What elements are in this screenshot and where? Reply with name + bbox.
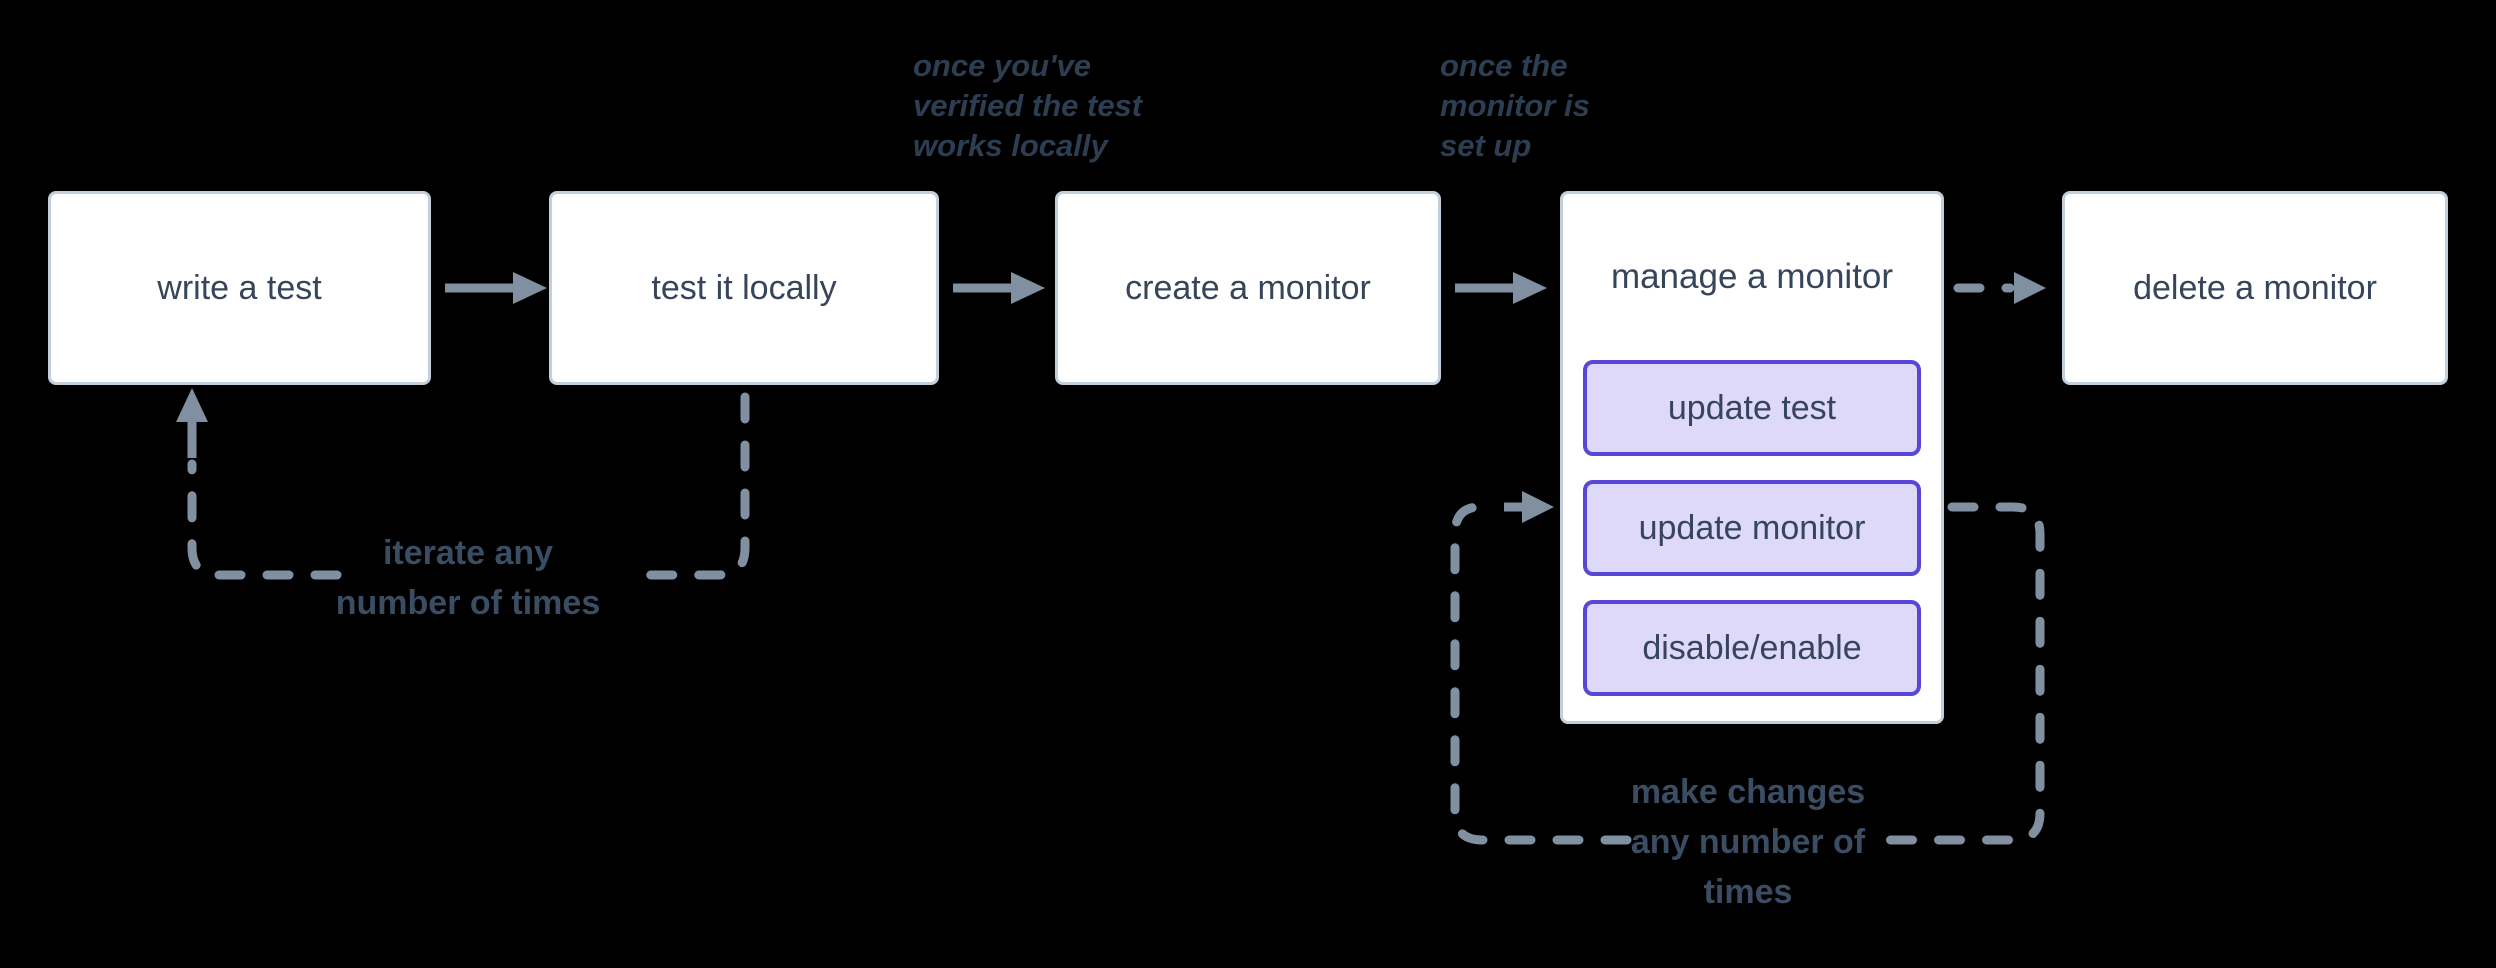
node-write-a-test-label: write a test bbox=[157, 268, 322, 307]
node-create-a-monitor: create a monitor bbox=[1055, 191, 1441, 385]
node-manage-a-monitor: manage a monitor update test update moni… bbox=[1560, 191, 1944, 724]
loop-label-iterate: iterate any number of times bbox=[335, 534, 601, 622]
loop-iterate-path bbox=[176, 388, 750, 580]
annotation-monitor-set-up: once the monitor is set up bbox=[1440, 48, 1590, 163]
subnode-update-test: update test bbox=[1583, 360, 1921, 456]
node-create-a-monitor-label: create a monitor bbox=[1125, 268, 1371, 307]
annotation-verified-locally: once you've verified the test works loca… bbox=[913, 48, 1143, 163]
subnode-disable-enable: disable/enable bbox=[1583, 600, 1921, 696]
arrow-write-to-test bbox=[445, 272, 547, 304]
arrow-manage-to-delete bbox=[1953, 272, 2046, 304]
arrow-test-to-create bbox=[953, 272, 1045, 304]
node-test-it-locally-label: test it locally bbox=[651, 268, 837, 307]
node-delete-a-monitor-label: delete a monitor bbox=[2133, 268, 2377, 307]
arrow-create-to-manage bbox=[1455, 272, 1547, 304]
subnode-update-test-label: update test bbox=[1667, 388, 1837, 427]
node-test-it-locally: test it locally bbox=[549, 191, 939, 385]
loop-label-make-changes: make changes any number of times bbox=[1630, 773, 1866, 911]
subnode-disable-enable-label: disable/enable bbox=[1642, 628, 1862, 667]
node-delete-a-monitor: delete a monitor bbox=[2062, 191, 2448, 385]
subnode-update-monitor: update monitor bbox=[1583, 480, 1921, 576]
node-manage-a-monitor-label: manage a monitor bbox=[1610, 257, 1894, 296]
loop-changes-path bbox=[1450, 491, 2045, 845]
node-write-a-test: write a test bbox=[48, 191, 431, 385]
subnode-update-monitor-label: update monitor bbox=[1638, 508, 1866, 547]
